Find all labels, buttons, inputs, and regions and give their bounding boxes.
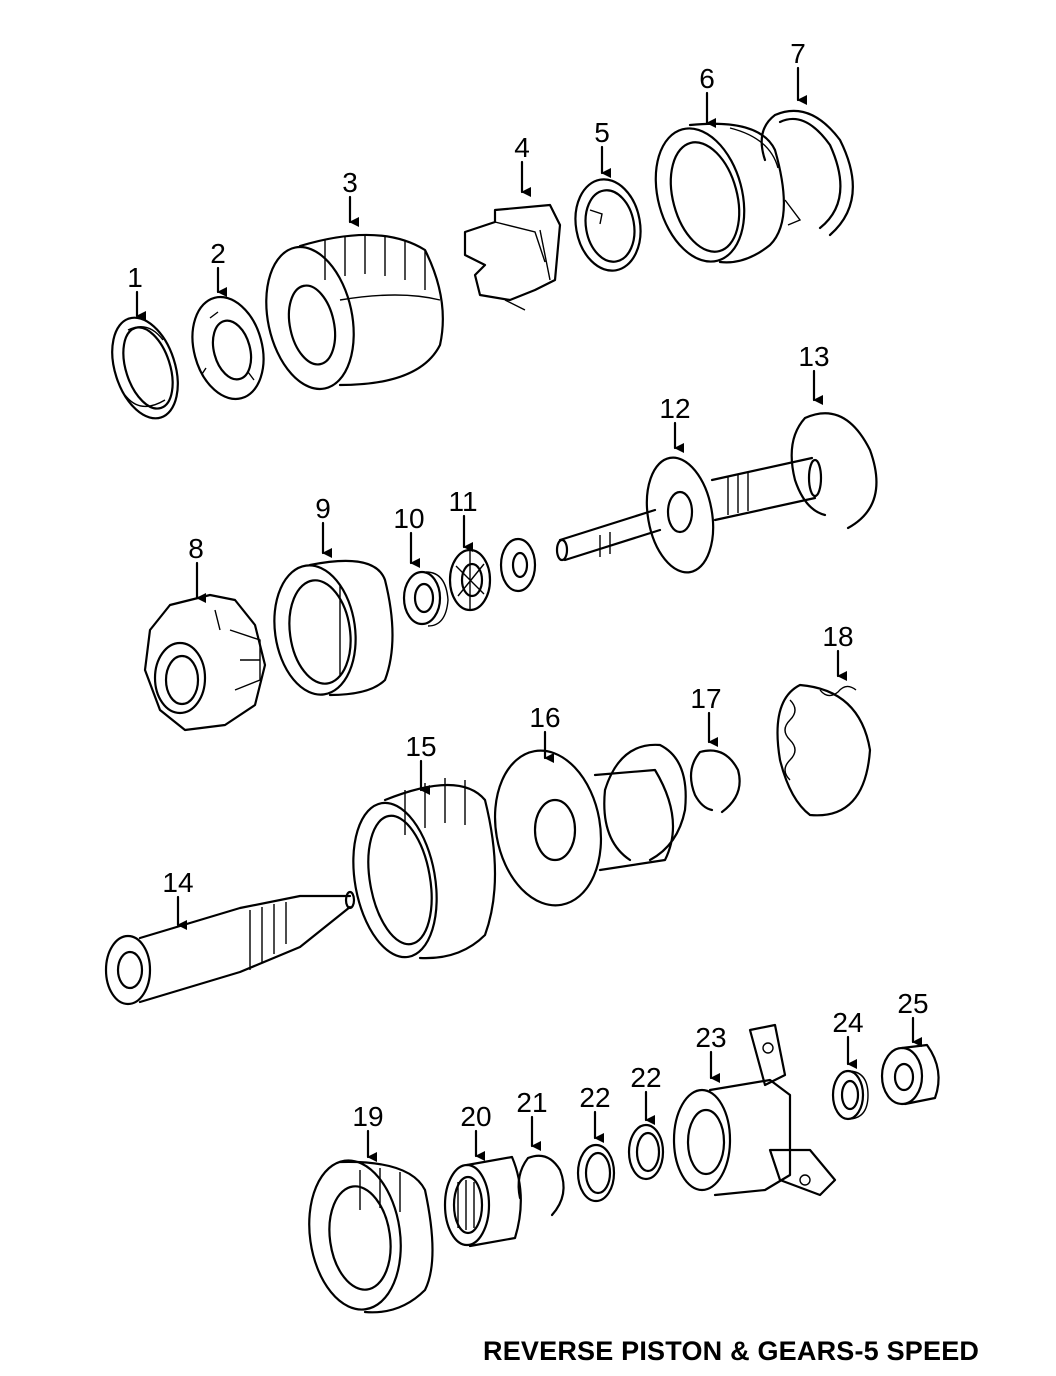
callout-23: 23 xyxy=(695,1022,727,1083)
callout-label: 24 xyxy=(832,1007,863,1038)
callout-label: 8 xyxy=(188,533,204,564)
part-10-bearing xyxy=(402,570,449,627)
part-15-ring-gear xyxy=(352,778,497,960)
callout-8: 8 xyxy=(188,533,206,603)
callout-label: 12 xyxy=(659,393,690,424)
callout-19: 19 xyxy=(352,1101,384,1162)
part-9-clutch-drum xyxy=(273,559,394,697)
callout-label: 15 xyxy=(405,731,436,762)
part-13-snap-ring xyxy=(790,412,878,530)
callout-13: 13 xyxy=(798,341,830,405)
callout-14: 14 xyxy=(162,867,194,930)
callout-label: 20 xyxy=(460,1101,491,1132)
callout-21: 21 xyxy=(516,1087,548,1151)
part-18-spring-ring xyxy=(776,683,872,817)
callout-label: 2 xyxy=(210,238,226,269)
part-22-washer-b xyxy=(627,1123,665,1181)
part-8-planetary-carrier xyxy=(143,593,267,732)
callout-label: 5 xyxy=(594,117,610,148)
part-piston-seal-ring xyxy=(603,743,687,862)
callout-2: 2 xyxy=(210,238,227,297)
callout-11: 11 xyxy=(448,486,478,552)
callout-22-b: 22 xyxy=(630,1062,662,1125)
part-14-input-shaft xyxy=(104,890,356,1006)
callout-20: 20 xyxy=(460,1101,492,1161)
callout-label: 6 xyxy=(699,63,715,94)
callout-label: 11 xyxy=(448,486,477,517)
callout-label: 21 xyxy=(516,1087,547,1118)
callout-label: 7 xyxy=(790,38,806,69)
callout-25: 25 xyxy=(897,988,929,1047)
callout-18: 18 xyxy=(822,621,854,681)
part-11-needle-bearing xyxy=(448,548,492,612)
part-25-nut xyxy=(880,1043,940,1106)
callout-label: 25 xyxy=(897,988,928,1019)
callout-label: 9 xyxy=(315,493,331,524)
part-22-washer-a xyxy=(576,1143,616,1203)
part-19-gear xyxy=(308,1159,434,1314)
callout-4: 4 xyxy=(514,132,531,197)
callout-1: 1 xyxy=(127,262,146,321)
diagram-caption: REVERSE PISTON & GEARS-5 SPEED xyxy=(483,1336,980,1366)
callout-3: 3 xyxy=(342,167,359,227)
part-5-washer xyxy=(574,178,642,272)
callout-label: 13 xyxy=(798,341,829,372)
callout-label: 4 xyxy=(514,132,530,163)
callout-label: 19 xyxy=(352,1101,383,1132)
callout-label: 18 xyxy=(822,621,853,652)
part-23-output-flange xyxy=(672,1023,837,1197)
callout-15: 15 xyxy=(405,731,437,795)
callout-label: 23 xyxy=(695,1022,726,1053)
part-12-output-shaft xyxy=(555,456,823,574)
part-1-seal xyxy=(111,316,179,420)
callout-12: 12 xyxy=(659,393,691,453)
part-16-reverse-piston xyxy=(493,749,675,907)
callout-7: 7 xyxy=(790,38,807,105)
callout-5: 5 xyxy=(594,117,611,178)
part-3-drum xyxy=(265,233,444,391)
part-24-bushing xyxy=(831,1069,869,1121)
part-2-thrust-washer xyxy=(191,295,265,401)
callout-label: 14 xyxy=(162,867,193,898)
callout-label: 3 xyxy=(342,167,358,198)
callout-24: 24 xyxy=(832,1007,864,1069)
callout-10: 10 xyxy=(393,503,425,568)
callout-label: 1 xyxy=(127,262,143,293)
callout-6: 6 xyxy=(699,63,716,128)
callout-label: 22 xyxy=(579,1082,610,1113)
callout-22-a: 22 xyxy=(579,1082,611,1143)
callout-label: 17 xyxy=(690,683,721,714)
part-20-needle-bearing xyxy=(443,1155,522,1248)
part-7-snap-ring xyxy=(760,109,854,237)
callout-16: 16 xyxy=(529,702,561,763)
part-6-ring-gear xyxy=(654,122,802,264)
part-21-snap-ring xyxy=(517,1154,565,1217)
part-17-snap-ring xyxy=(689,749,741,814)
callout-9: 9 xyxy=(315,493,332,558)
part-4-retainer-clip xyxy=(463,203,562,311)
callout-label: 16 xyxy=(529,702,560,733)
callout-17: 17 xyxy=(690,683,722,747)
part-thrust-washer-small xyxy=(499,537,537,593)
callout-label: 22 xyxy=(630,1062,661,1093)
callout-label: 10 xyxy=(393,503,424,534)
